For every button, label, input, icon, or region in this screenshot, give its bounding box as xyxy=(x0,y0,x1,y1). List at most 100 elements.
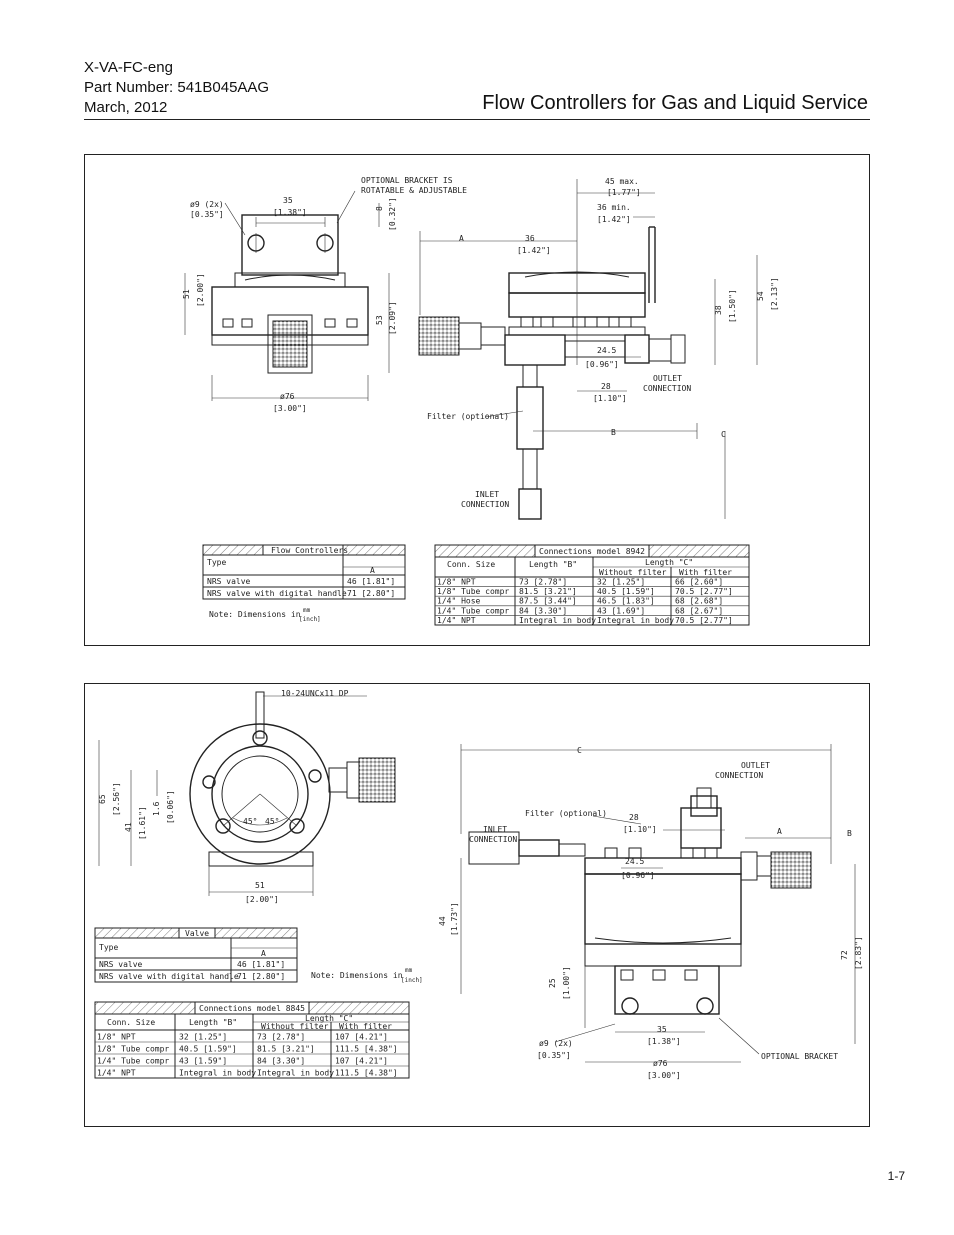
table-connections-8942: Connections model 8942 Conn. Size Length… xyxy=(434,544,750,626)
inlet-label-2: CONNECTION xyxy=(469,835,517,844)
dim-35-inch: [1.38"] xyxy=(647,1037,681,1046)
top-view-8845 xyxy=(98,691,396,896)
table-conn-8845-row4-without: Integral in body xyxy=(257,1069,334,1078)
table-fc-row1-type: NRS valve xyxy=(207,577,251,586)
dim-53: 53 xyxy=(375,315,384,325)
dim-28: 28 xyxy=(601,382,611,391)
table-conn-8942-row1-without: 32 [1.25"] xyxy=(597,578,645,587)
table-conn-title: Connections model 8942 xyxy=(539,547,645,556)
dim-1-6: 1.6 xyxy=(152,801,161,816)
page-number: 1-7 xyxy=(887,1169,905,1183)
table-conn-8845-row2-with: 111.5 [4.38"] xyxy=(335,1045,398,1054)
bracket-label: OPTIONAL BRACKET xyxy=(761,1052,838,1061)
table-valve-col-a: A xyxy=(261,949,266,958)
inlet-label-1: INLET xyxy=(475,490,499,499)
table-conn-8845-row1-size: 1/8" NPT xyxy=(97,1033,136,1042)
table-conn-8845-row3-size: 1/4" Tube compr xyxy=(97,1057,169,1066)
dim-41: 41 xyxy=(124,822,133,832)
dim-1-6-inch: [0.06"] xyxy=(166,790,175,824)
table-conn-8942-row4-with: 68 [2.67"] xyxy=(675,606,723,615)
table-conn-8845-row1-with: 107 [4.21"] xyxy=(335,1033,388,1042)
dim-72: 72 xyxy=(840,950,849,960)
dim-35: 35 xyxy=(283,196,293,205)
hole-dim: ø9 (2x) xyxy=(539,1039,573,1048)
dim-65-inch: [2.56"] xyxy=(112,782,121,816)
table-conn-8942-row3-without: 46.5 [1.83"] xyxy=(597,597,655,606)
table-conn-8942-row3-size: 1/4" Hose xyxy=(437,597,481,606)
bracket-note-line1: OPTIONAL BRACKET IS xyxy=(361,176,453,185)
dim-44-inch: [1.73"] xyxy=(450,902,459,936)
table-conn-8845-row3-without: 84 [3.30"] xyxy=(257,1057,305,1066)
dim-45max: 45 max. xyxy=(605,177,639,186)
outlet-label-2: CONNECTION xyxy=(643,384,691,393)
filter-label: Filter (optional) xyxy=(525,809,607,818)
dim-44: 44 xyxy=(438,916,447,926)
table-valve-row1-a: 46 [1.81"] xyxy=(237,960,285,969)
table-flow-controllers: Flow Controllers Type A NRS valve 46 [1.… xyxy=(202,544,406,600)
table-conn-col-with: With filter xyxy=(339,1022,392,1031)
dim-51-inch: [2.00"] xyxy=(196,273,205,307)
dim-45max-inch: [1.77"] xyxy=(607,188,641,197)
dim-8-inch: [0.32"] xyxy=(388,197,397,231)
table-fc-col-type: Type xyxy=(207,558,226,567)
front-view-8942 xyxy=(184,190,390,401)
dim-38-inch: [1.50"] xyxy=(728,289,737,323)
table-conn-8845-row3-b: 43 [1.59"] xyxy=(179,1057,227,1066)
dim-8: 8 xyxy=(375,206,384,211)
dim-53-inch: [2.09"] xyxy=(388,301,397,335)
note-inch: [inch] xyxy=(299,616,321,623)
dim-b: B xyxy=(611,428,616,437)
dim-35-inch: [1.38"] xyxy=(273,208,307,217)
outlet-label-2: CONNECTION xyxy=(715,771,763,780)
table-conn-8942-row3-b: 87.5 [3.44"] xyxy=(519,597,577,606)
table-connections-8845: Connections model 8845 Conn. Size Length… xyxy=(94,1001,410,1079)
dim-76: ø76 xyxy=(280,392,295,401)
table-conn-8845-row4-size: 1/4" NPT xyxy=(97,1069,136,1078)
table-valve: Valve Type A NRS valve 46 [1.81"] NRS va… xyxy=(94,927,298,983)
table-conn-8942-row1-with: 66 [2.60"] xyxy=(675,578,723,587)
table-conn-8845-row3-with: 107 [4.21"] xyxy=(335,1057,388,1066)
table-conn-8942-row2-b: 81.5 [3.21"] xyxy=(519,587,577,596)
doc-id: X-VA-FC-eng xyxy=(84,59,173,76)
thread-label: 10-24UNCx11 DP xyxy=(281,689,349,698)
table-conn-8942-row2-without: 40.5 [1.59"] xyxy=(597,587,655,596)
drawing-8942: OPTIONAL BRACKET IS ROTATABLE & ADJUSTAB… xyxy=(182,176,779,626)
drawing-panel-model-8845: 10-24UNCx11 DP 65 [2.56"] 41 [1.61"] 1.6… xyxy=(84,683,870,1127)
table-conn-8942-row1-size: 1/8" NPT xyxy=(437,578,476,587)
table-fc-row2-a: 71 [2.80"] xyxy=(347,589,395,598)
table-conn-8942-row3-with: 68 [2.68"] xyxy=(675,597,723,606)
table-conn-col-size: Conn. Size xyxy=(107,1018,155,1027)
outlet-label-1: OUTLET xyxy=(653,374,682,383)
dim-51-inch: [2.00"] xyxy=(245,895,279,904)
dim-c: C xyxy=(577,746,582,755)
note-dimensions: Note: Dimensions in xyxy=(209,610,301,619)
angle-45-left: 45° xyxy=(243,817,257,826)
note-mm: mm xyxy=(303,607,311,614)
table-conn-col-without: Without filter xyxy=(599,568,667,577)
table-conn-8942-row1-b: 73 [2.78"] xyxy=(519,578,567,587)
dim-41-inch: [1.61"] xyxy=(138,806,147,840)
dim-28: 28 xyxy=(629,813,639,822)
table-fc-row1-a: 46 [1.81"] xyxy=(347,577,395,586)
part-number: Part Number: 541B045AAG xyxy=(84,79,270,96)
table-conn-8942-row4-b: 84 [3.30"] xyxy=(519,606,567,615)
dim-24-5-inch: [0.96"] xyxy=(585,360,619,369)
inlet-label-2: CONNECTION xyxy=(461,500,509,509)
table-conn-8845-row2-without: 81.5 [3.21"] xyxy=(257,1045,315,1054)
table-conn-title: Connections model 8845 xyxy=(199,1004,305,1013)
outlet-label-1: OUTLET xyxy=(741,761,770,770)
table-valve-title: Valve xyxy=(185,929,209,938)
dim-b: B xyxy=(847,829,852,838)
dim-76-inch: [3.00"] xyxy=(273,404,307,413)
dim-24-5-inch: [0.96"] xyxy=(621,871,655,880)
dim-a: A xyxy=(777,827,782,836)
table-conn-8845-row4-with: 111.5 [4.38"] xyxy=(335,1069,398,1078)
dim-a: A xyxy=(459,234,464,243)
dim-76-inch: [3.00"] xyxy=(647,1071,681,1080)
dim-76: ø76 xyxy=(653,1059,668,1068)
note-dimensions: Note: Dimensions in xyxy=(311,971,403,980)
dim-51: 51 xyxy=(182,289,191,299)
drawing-panel-model-8942: OPTIONAL BRACKET IS ROTATABLE & ADJUSTAB… xyxy=(84,154,870,646)
drawing-8845: 10-24UNCx11 DP 65 [2.56"] 41 [1.61"] 1.6… xyxy=(94,689,863,1080)
table-conn-8942-row2-with: 70.5 [2.77"] xyxy=(675,587,733,596)
